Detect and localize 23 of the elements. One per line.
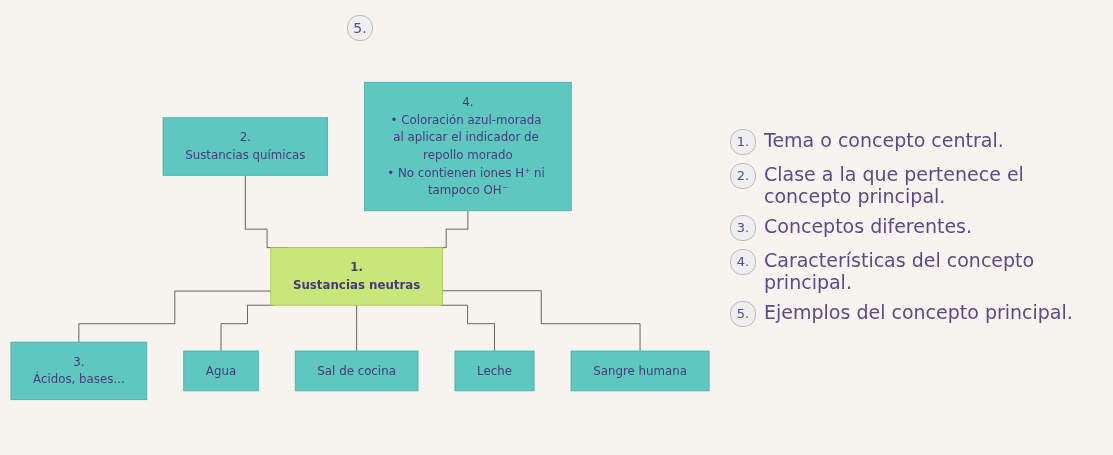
node-box: 4. • Coloración azul-morada al aplicar el indicador de repollo morado • No contienen iones H⁺ ni tampoco OH⁻ — [364, 81, 572, 211]
callout-number: 1. — [730, 128, 756, 155]
key-text: Clase a la que pertenece el concepto principal. — [764, 162, 1025, 207]
connector — [78, 290, 272, 342]
key-text: Tema o concepto central. — [764, 128, 1004, 151]
node-box: Agua — [183, 350, 259, 391]
key-text: Características del concepto principal. — [764, 248, 1036, 293]
key-text: Ejemplos del concepto principal. — [764, 300, 1073, 323]
callout-number: 5. — [730, 300, 756, 327]
callout-number: 4. — [730, 248, 756, 275]
node-box: Leche — [454, 350, 535, 391]
node-box: 3. Ácidos, bases... — [10, 341, 148, 400]
callout-number: 2. — [730, 162, 756, 189]
callout-number: 3. — [730, 214, 756, 241]
node-box: 1. Sustancias neutras — [270, 246, 443, 306]
connector — [440, 304, 495, 351]
connector — [442, 289, 641, 351]
key-text: Conceptos diferentes. — [764, 214, 973, 237]
callout-number: 5. — [347, 14, 373, 41]
node-box: 2. Sustancias químicas — [162, 116, 328, 176]
connector — [356, 304, 357, 351]
node-box: Sal de cocina — [294, 350, 419, 391]
node-box: Sangre humana — [570, 350, 710, 391]
